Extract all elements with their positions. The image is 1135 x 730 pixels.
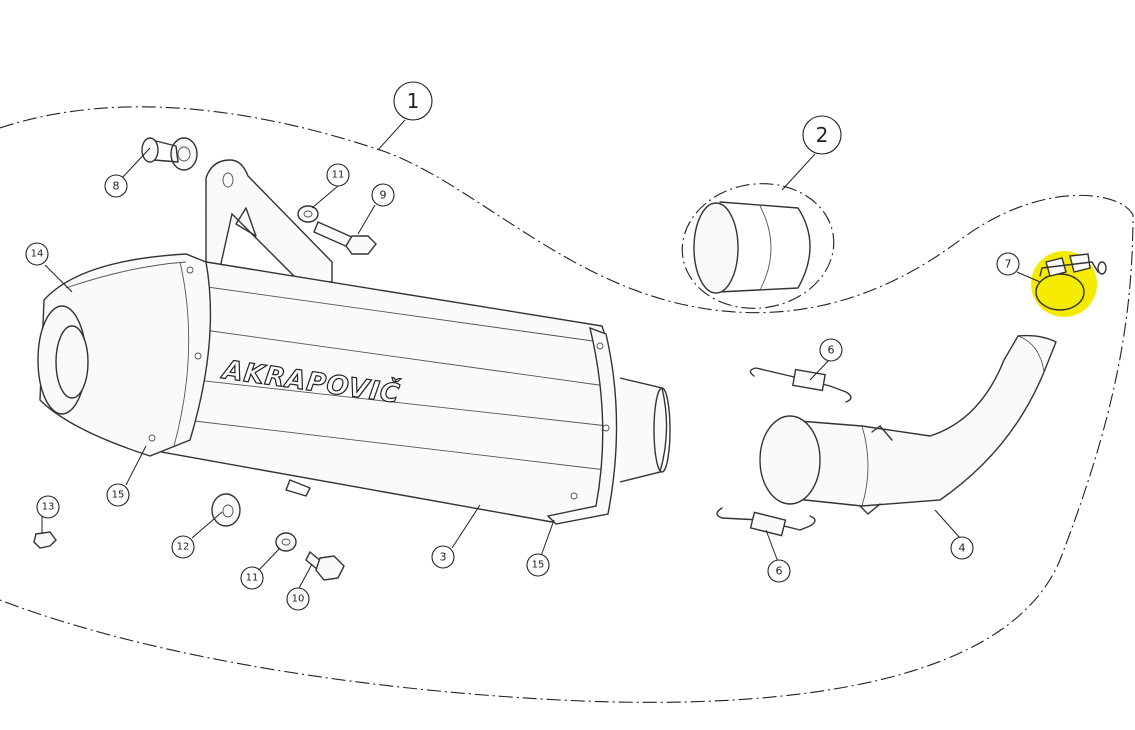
rivets-15 xyxy=(148,266,610,500)
callout-4-label: 4 xyxy=(959,542,966,555)
callout-13-label: 13 xyxy=(42,502,55,513)
silencer-body xyxy=(149,259,671,525)
bolt-9 xyxy=(313,221,377,255)
callout-10-label: 10 xyxy=(292,594,305,605)
callout-1-label: 1 xyxy=(407,89,420,113)
link-pipe xyxy=(693,201,811,294)
carbon-end-cap xyxy=(37,253,212,457)
callout-2-label: 2 xyxy=(816,123,829,147)
callout-15-right-label: 15 xyxy=(532,560,545,571)
badge-13 xyxy=(33,531,57,549)
leader-lines xyxy=(41,119,1041,591)
assembly-1-boundary xyxy=(0,106,1134,703)
callout-7-label: 7 xyxy=(1005,258,1012,271)
callout-11-top-label: 11 xyxy=(332,170,345,181)
callout-4: 4 xyxy=(950,536,974,560)
mounting-bracket xyxy=(205,159,333,283)
grommet-12 xyxy=(211,493,241,527)
callout-9-label: 9 xyxy=(380,189,387,202)
callout-12-label: 12 xyxy=(177,542,190,553)
assembly-2-boundary xyxy=(681,183,835,309)
washer-11-top xyxy=(297,205,319,223)
bolt-10 xyxy=(305,550,345,581)
callout-9: 9 xyxy=(371,183,395,207)
callout-12: 12 xyxy=(171,535,195,559)
callout-6-bottom-label: 6 xyxy=(776,565,783,578)
callout-6-bottom: 6 xyxy=(767,559,791,583)
clamp-7-highlighted xyxy=(1031,251,1107,317)
washer-11-bottom xyxy=(275,532,297,552)
callout-15-right: 15 xyxy=(526,553,550,577)
callout-13: 13 xyxy=(36,495,60,519)
callout-14: 14 xyxy=(25,242,49,266)
callout-3-label: 3 xyxy=(440,551,447,564)
callout-8: 8 xyxy=(104,174,128,198)
callout-10: 10 xyxy=(286,587,310,611)
callout-1: 1 xyxy=(393,81,433,121)
spring-6-bottom xyxy=(716,507,816,537)
callout-3: 3 xyxy=(431,545,455,569)
callout-6-top-label: 6 xyxy=(828,344,835,357)
callout-15-left-label: 15 xyxy=(112,490,125,501)
spring-6-top xyxy=(749,367,852,403)
callout-11-bottom: 11 xyxy=(240,566,264,590)
callout-2: 2 xyxy=(802,115,842,155)
hanger-stub xyxy=(285,479,311,497)
callout-11-bottom-label: 11 xyxy=(246,573,259,584)
callout-15-left: 15 xyxy=(106,483,130,507)
callout-8-label: 8 xyxy=(113,180,120,193)
header-pipe xyxy=(759,334,1057,515)
callout-11-top: 11 xyxy=(326,163,350,187)
callout-14-label: 14 xyxy=(31,249,44,260)
rubber-mount xyxy=(141,137,198,171)
callout-7: 7 xyxy=(996,252,1020,276)
callout-6-top: 6 xyxy=(819,338,843,362)
